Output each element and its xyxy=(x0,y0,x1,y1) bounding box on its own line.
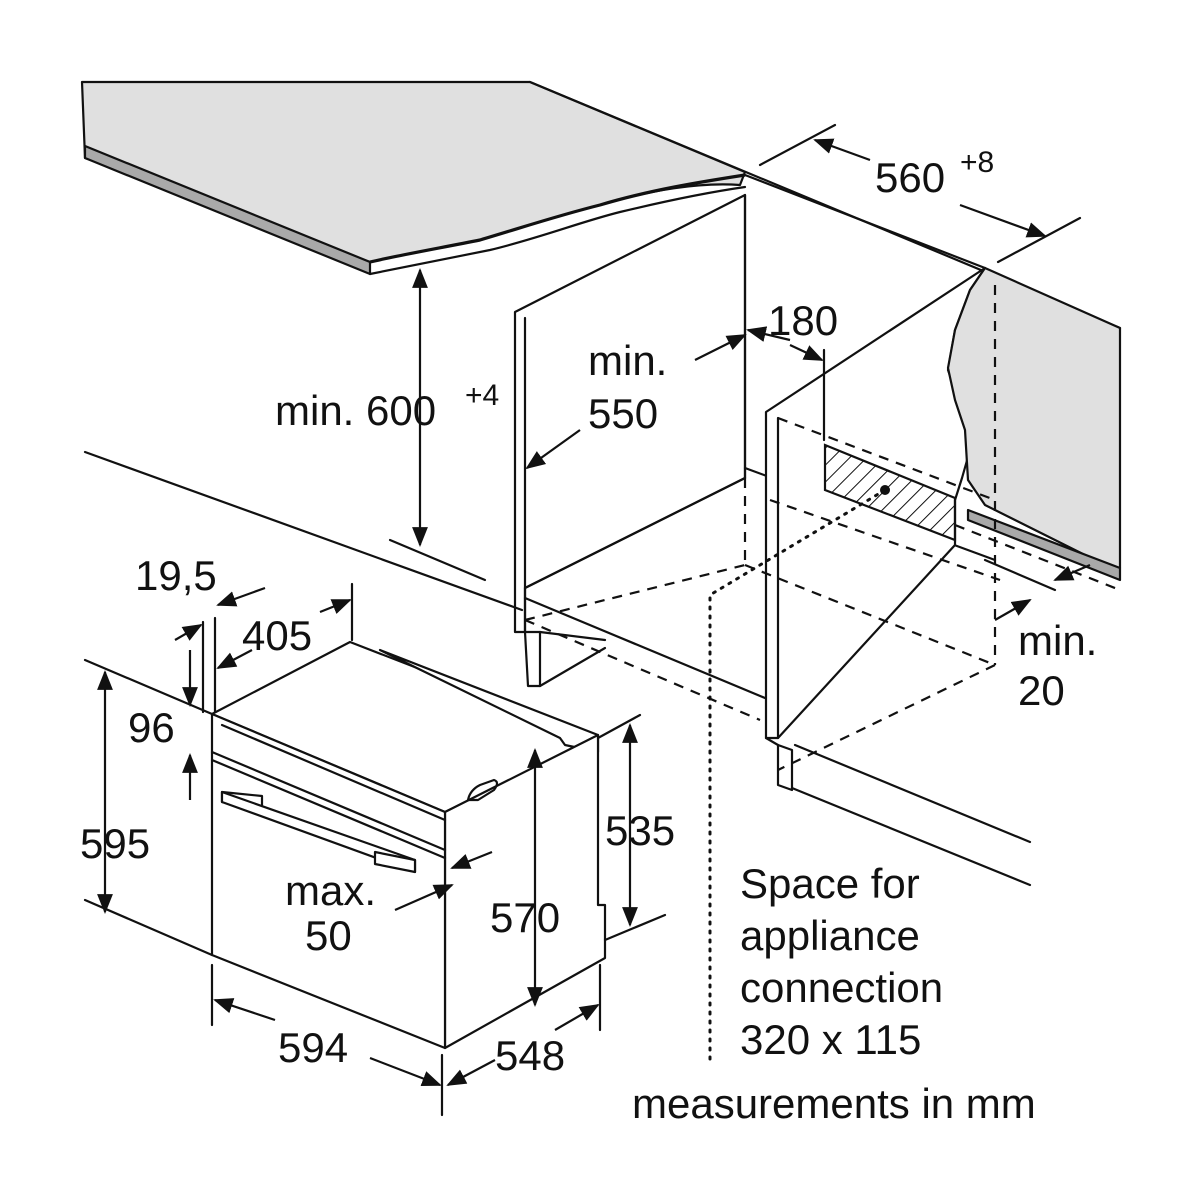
ext-20 xyxy=(983,558,1057,592)
note-units: measurements in mm xyxy=(632,1080,1036,1127)
label-top-strip: 96 xyxy=(128,704,175,751)
label-back-gap: 180 xyxy=(768,297,838,344)
arrow-50-top xyxy=(450,850,493,870)
arrow-20-top xyxy=(1053,563,1091,582)
connection-area xyxy=(708,443,957,597)
arrow-180-right xyxy=(789,344,824,361)
ext-535-bottom xyxy=(603,913,667,942)
arrow-19-left xyxy=(174,624,203,641)
oven xyxy=(210,640,607,1050)
arrow-550-right xyxy=(694,334,747,361)
arrow-405-left xyxy=(216,649,253,669)
label-rear-height: 535 xyxy=(605,807,675,854)
label-handle-1: max. xyxy=(285,867,376,914)
note-connection-3: connection xyxy=(740,964,943,1011)
floor-line-right-2 xyxy=(790,786,1032,887)
arrow-560-right xyxy=(959,203,1047,238)
ext-560-left xyxy=(758,123,837,167)
floor-line-right-1 xyxy=(793,743,1032,844)
arrow-180-left xyxy=(746,326,791,342)
label-min-height-tol: +4 xyxy=(465,379,499,412)
ext-595-top xyxy=(83,658,214,716)
arrow-548-right xyxy=(554,1004,600,1031)
niche-top-line xyxy=(743,173,987,270)
label-min-depth-1: min. xyxy=(588,337,667,384)
note-connection-2: appliance xyxy=(740,912,920,959)
label-min-depth-2: 550 xyxy=(588,390,658,437)
arrow-50-bottom xyxy=(394,883,454,912)
ext-600-bottom xyxy=(388,538,487,582)
arrow-594-left xyxy=(213,998,276,1022)
label-side-gap-1: min. xyxy=(1018,617,1097,664)
ext-535-top xyxy=(596,713,642,740)
label-oven-width: 594 xyxy=(278,1024,348,1071)
right-wall xyxy=(946,266,1122,582)
arrow-405-right xyxy=(319,598,352,614)
label-side-gap-2: 20 xyxy=(1018,667,1065,714)
label-min-height: min. 600 xyxy=(275,387,436,434)
label-oven-depth: 548 xyxy=(495,1032,565,1079)
worktop xyxy=(80,80,747,276)
arrow-560-left xyxy=(813,138,871,162)
hidden-lines xyxy=(524,285,1121,771)
label-handle-2: 50 xyxy=(305,912,352,959)
label-hinge-depth: 405 xyxy=(242,612,312,659)
arrow-548-left xyxy=(446,1059,496,1086)
shelf-front-line xyxy=(523,596,767,700)
label-niche-width: 560 xyxy=(875,154,945,201)
arrow-594-right xyxy=(369,1056,442,1087)
label-frame-offset: 19,5 xyxy=(135,552,217,599)
label-niche-width-tol: +8 xyxy=(960,146,994,179)
arrow-550-left xyxy=(525,429,581,470)
note-connection-1: Space for xyxy=(740,860,920,907)
arrow-19-right xyxy=(216,586,266,607)
left-cabinet xyxy=(513,193,747,688)
label-body-height: 570 xyxy=(490,894,560,941)
floor-line-left xyxy=(83,450,524,612)
arrow-20-bottom xyxy=(994,599,1032,621)
note-connection-4: 320 x 115 xyxy=(740,1016,921,1063)
label-oven-height: 595 xyxy=(80,820,150,867)
shelf-left-edge xyxy=(523,476,747,590)
ext-560-right xyxy=(996,216,1082,264)
